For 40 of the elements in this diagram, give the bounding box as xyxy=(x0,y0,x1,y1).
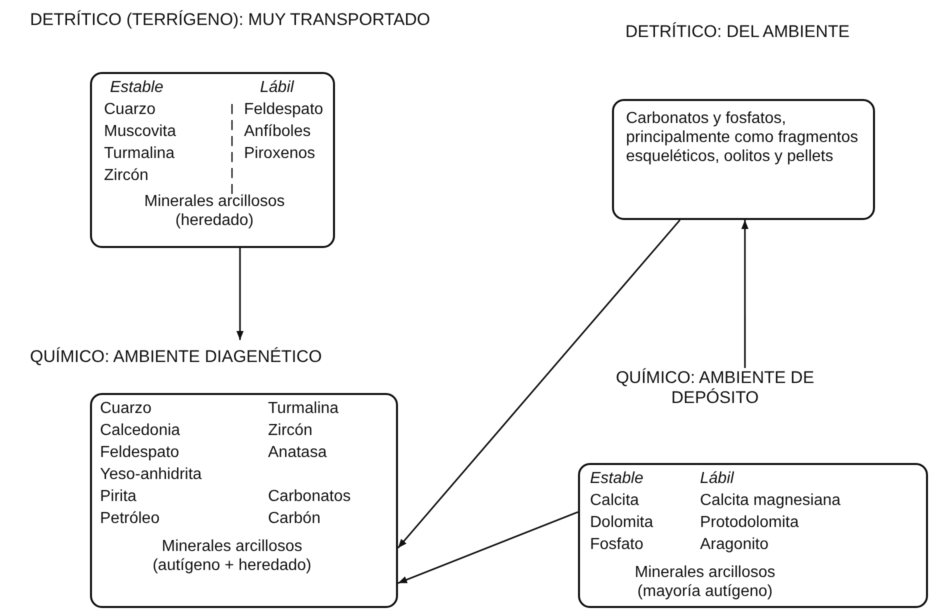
mineral-name: Feldespato xyxy=(244,100,324,119)
mineral-name: Carbonatos xyxy=(268,487,351,506)
mineral-name: Zircón xyxy=(268,421,312,440)
mineral-name: Calcita magnesiana xyxy=(700,491,841,510)
mineral-name: Muscovita xyxy=(104,122,176,141)
mineral-name: Anfíboles xyxy=(244,122,311,141)
note: Minerales arcillosos (heredado) xyxy=(143,192,286,230)
arrow xyxy=(397,219,681,548)
mineral-name: Dolomita xyxy=(590,513,654,532)
mineral-name: Carbón xyxy=(268,509,320,528)
mineral-name: Feldespato xyxy=(100,443,180,462)
mineral-name: Cuarzo xyxy=(104,100,156,119)
mineral-name: Turmalina xyxy=(268,399,339,418)
column-header: Estable xyxy=(590,469,644,488)
description: Carbonatos y fosfatos, principalmente como fragmentos esqueléticos, oolitos y pellets xyxy=(626,109,860,166)
column-header: Estable xyxy=(110,78,164,97)
section-heading: QUÍMICO: AMBIENTE DE DEPÓSITO xyxy=(614,368,816,408)
mineral-name: Fosfato xyxy=(590,535,644,554)
mineral-name: Pirita xyxy=(100,487,136,506)
mineral-name: Zircón xyxy=(104,166,148,185)
column-header: Lábil xyxy=(260,78,294,97)
mineral-name: Aragonito xyxy=(700,535,768,554)
note: Minerales arcillosos (autígeno + heredado) xyxy=(152,537,312,575)
mineral-name: Yeso-anhidrita xyxy=(100,465,202,484)
mineral-name: Calcita xyxy=(590,491,639,510)
arrow xyxy=(236,248,244,340)
note: Minerales arcillosos (mayoría autígeno) xyxy=(634,563,776,601)
mineral-name: Anatasa xyxy=(268,443,327,462)
section-heading: DETRÍTICO: DEL AMBIENTE xyxy=(624,22,851,42)
column-header: Lábil xyxy=(700,469,734,488)
mineral-name: Calcedonia xyxy=(100,421,180,440)
arrow xyxy=(741,220,748,368)
mineral-name: Turmalina xyxy=(104,144,175,163)
section-heading: DETRÍTICO (TERRÍGENO): MUY TRANSPORTADO xyxy=(30,10,432,30)
section-heading: QUÍMICO: AMBIENTE DIAGENÉTICO xyxy=(30,347,323,367)
mineral-name: Cuarzo xyxy=(100,399,152,418)
mineral-name: Petróleo xyxy=(100,509,160,528)
arrow xyxy=(398,511,578,584)
mineral-name: Protodolomita xyxy=(700,513,799,532)
mineral-name: Piroxenos xyxy=(244,144,316,163)
